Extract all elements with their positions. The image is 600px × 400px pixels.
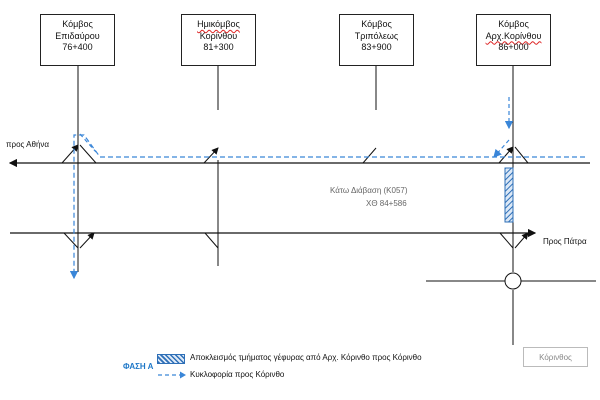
node-chainage: 81+300 — [203, 42, 234, 52]
roundabout — [504, 272, 522, 290]
node-box-epidavrou: Κόμβος Επιδαύρου 76+400 — [40, 14, 115, 66]
node-title: Κόμβος — [361, 19, 392, 29]
legend-closure-text: Αποκλεισμός τμήματος γέφυρας από Αρχ. Κό… — [190, 353, 422, 362]
traffic-route-to-korinthos — [69, 134, 585, 280]
node-place: Αρχ.Κορίνθου — [485, 30, 542, 41]
traffic-epid-diag — [79, 133, 97, 153]
underpass-chainage: ΧΘ 84+586 — [366, 199, 407, 208]
direction-athens-label: προς Αθήνα — [6, 140, 50, 149]
node-chainage: 83+900 — [361, 42, 392, 52]
ramp-arch-lower-b — [514, 232, 529, 249]
ramp-kor-upper — [203, 147, 219, 164]
node-title: Κόμβος — [498, 19, 529, 29]
node-place: Κορίνθου — [199, 30, 238, 41]
ramp-epid-lower-b — [79, 232, 95, 249]
node-place: Τριπόλεως — [354, 30, 399, 41]
node-box-tripoleos: Κόμβος Τριπόλεως 83+900 — [339, 14, 414, 66]
node-box-korinthou: Ημικόμβος Κορίνθου 81+300 — [181, 14, 256, 66]
legend-traffic-text: Κυκλοφορία προς Κόρινθο — [190, 370, 285, 379]
legend-phase-title: ΦΑΣΗ Α — [123, 362, 154, 371]
ramp-arch-upper-a — [498, 146, 514, 164]
legend-closure-swatch — [157, 354, 185, 364]
legend-traffic-swatch — [158, 371, 186, 379]
node-title: Ημικόμβος — [197, 19, 240, 29]
underpass-name: Κάτω Διάβαση (Κ057) — [330, 186, 408, 195]
ramp-epid-upper-a — [61, 144, 79, 164]
traffic-arch-diag — [493, 139, 510, 158]
ramp-epid-upper-b — [79, 144, 97, 164]
node-chainage: 86+000 — [498, 42, 529, 52]
node-place: Επιδαύρου — [55, 30, 100, 41]
node-box-archaia-korinthos: Κόμβος Αρχ.Κορίνθου 86+000 — [476, 14, 551, 66]
closed-bridge-section — [504, 167, 514, 223]
direction-patras-label: Προς Πάτρα — [543, 237, 587, 246]
ramp-kor-lower — [204, 232, 219, 249]
node-title: Κόμβος — [62, 19, 93, 29]
ramp-epid-lower-a — [63, 232, 79, 249]
destination-box: Κόρινθος — [523, 347, 588, 367]
ramp-trip-upper — [362, 147, 377, 164]
ramp-arch-upper-b — [514, 146, 529, 164]
ramp-arch-lower-a — [499, 232, 514, 249]
node-chainage: 76+400 — [62, 42, 93, 52]
